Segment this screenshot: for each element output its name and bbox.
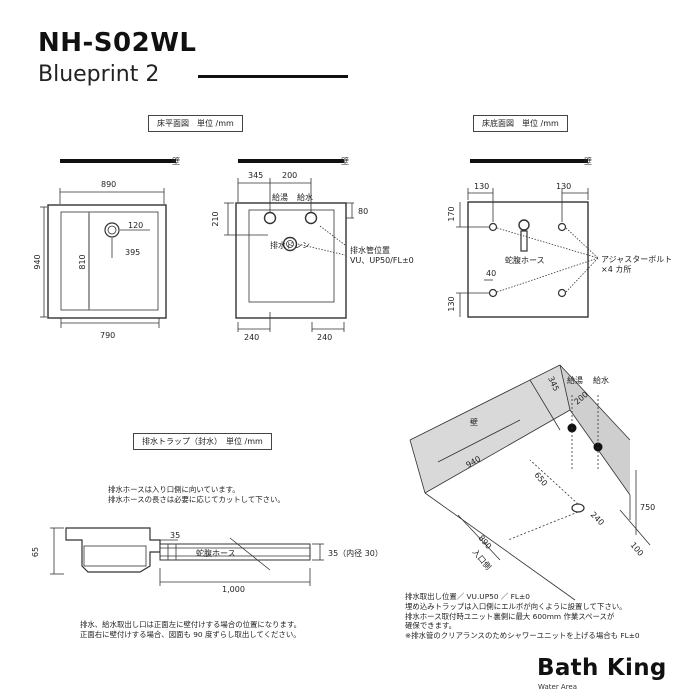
trap-offset: 35 xyxy=(170,531,180,540)
plan-wall-label: 壁 xyxy=(172,156,180,166)
pipe-drain-label: 排水ドレン xyxy=(270,240,310,250)
floor-bottom-label: 床底面図 単位 /mm xyxy=(473,115,568,132)
iso-note-1: 排水取出し位置／ VU.UP50 ／ FL±0 xyxy=(405,592,530,601)
pipe-top-offset: 210 xyxy=(211,211,220,226)
blueprint-subtitle: Blueprint 2 xyxy=(38,62,160,87)
plan-width: 890 xyxy=(101,180,116,189)
trap-view xyxy=(50,527,324,586)
trap-hose-label: 蛇腹ホース xyxy=(196,548,236,558)
trap-note-3: 排水、給水取出し口は正面左に壁付けする場合の位置になります。 xyxy=(80,620,301,629)
plan-drain-top: 120 xyxy=(128,221,143,230)
iso-view xyxy=(409,364,651,601)
pipe-spacing: 200 xyxy=(282,171,297,180)
plan-inner-width: 790 xyxy=(100,331,115,340)
plan-view xyxy=(40,159,176,328)
bottom-view xyxy=(456,159,599,318)
trap-note-1: 排水ホースは入り口側に向いています。 xyxy=(108,485,240,494)
pipe-hot-offset: 345 xyxy=(248,171,263,180)
pipe-position-label: 排水管位置 xyxy=(350,245,390,255)
bottom-adjuster-count: ×4 カ所 xyxy=(601,264,631,274)
bottom-adjuster-label: アジャスターボルト xyxy=(601,255,672,264)
iso-note-5: ※排水管のクリアランスのためシャワーユニットを上げる場合も FL±0 xyxy=(405,631,640,640)
title-rule xyxy=(198,75,348,78)
brand-tagline: Water Area xyxy=(538,683,578,691)
plan-depth: 940 xyxy=(33,254,42,269)
iso-hot-label: 給湯 xyxy=(567,375,583,385)
bottom-spacing: 40 xyxy=(486,269,496,278)
trap-note-4: 正面右に壁付けする場合、図面も 90 度ずらし取出してください。 xyxy=(80,630,301,639)
iso-750: 750 xyxy=(640,503,655,512)
floor-plan-label: 床平面図 単位 /mm xyxy=(148,115,243,132)
drain-trap-label: 排水トラップ（封水） 単位 /mm xyxy=(133,433,272,450)
iso-wall-label: 壁 xyxy=(470,417,478,427)
pipe-cold-label: 給水 xyxy=(297,192,313,202)
iso-note-2: 埋め込みトラップは入口側にエルボが向くように設置して下さい。 xyxy=(405,602,627,611)
trap-height: 65 xyxy=(31,547,40,557)
pipe-spec-label: VU、UP50/FL±0 xyxy=(350,256,414,265)
pipe-left-bottom: 240 xyxy=(244,333,259,342)
iso-note-4: 確保できます。 xyxy=(405,621,456,630)
bottom-side-top: 170 xyxy=(447,206,456,221)
bottom-left-top: 130 xyxy=(474,182,489,191)
model-title: NH-S02WL xyxy=(38,28,197,58)
wall-bar xyxy=(60,159,176,163)
pipe-right-bottom: 240 xyxy=(317,333,332,342)
bottom-side-bottom: 130 xyxy=(447,296,456,311)
iso-cold-label: 給水 xyxy=(593,375,609,385)
brand-logo: Bath King xyxy=(537,655,667,681)
trap-note-2: 排水ホースの長さは必要に応じてカットして下さい。 xyxy=(108,495,285,504)
iso-100: 100 xyxy=(628,541,645,558)
bottom-right-top: 130 xyxy=(556,182,571,191)
pipe-wall-label: 壁 xyxy=(341,156,349,166)
plan-inner-depth: 810 xyxy=(78,254,87,269)
iso-entrance: 入口側 xyxy=(470,547,493,572)
bottom-wall-label: 壁 xyxy=(584,156,592,166)
iso-note-3: 排水ホース取付時ユニット裏側に最大 600mm 作業スペースが xyxy=(405,612,615,621)
trap-length: 1,000 xyxy=(222,585,245,594)
trap-hose-diameter: 35（内径 30） xyxy=(328,548,383,558)
bottom-hose-label: 蛇腹ホース xyxy=(505,255,545,265)
pipe-view xyxy=(224,159,354,332)
pipe-hot-label: 給湯 xyxy=(272,192,288,202)
pipe-right-offset: 80 xyxy=(358,207,368,216)
plan-drain-side: 395 xyxy=(125,248,140,257)
